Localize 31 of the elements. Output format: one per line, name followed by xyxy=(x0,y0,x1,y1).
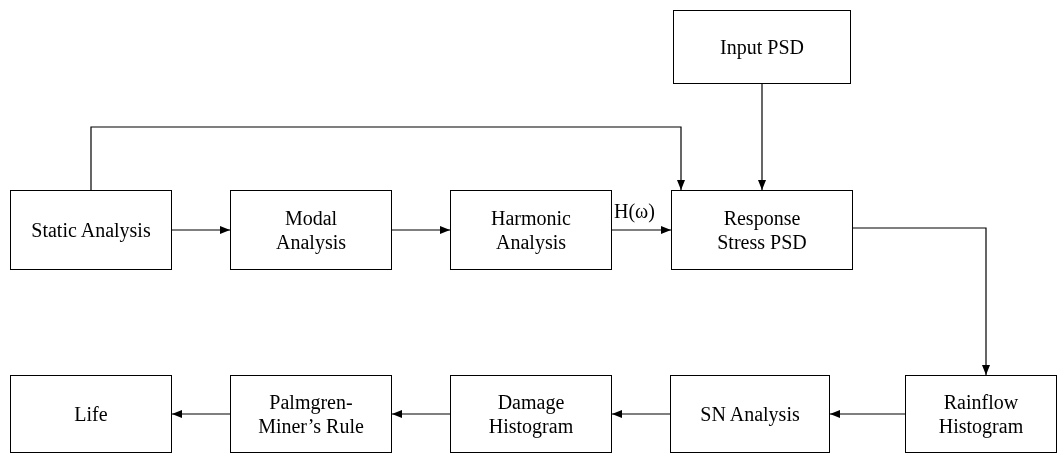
process-box xyxy=(10,375,172,453)
process-box xyxy=(230,375,392,453)
arrow xyxy=(391,410,451,418)
box-label: Life xyxy=(74,402,108,426)
process-box xyxy=(905,375,1057,453)
box-label: Static Analysis xyxy=(31,218,151,242)
arrow xyxy=(611,410,671,418)
process-box xyxy=(230,190,392,270)
process-box xyxy=(673,10,851,84)
process-box xyxy=(670,375,830,453)
box-label: SN Analysis xyxy=(700,402,800,426)
arrow xyxy=(171,226,231,234)
box-label: Rainflow Histogram xyxy=(937,390,1025,438)
process-box xyxy=(450,190,612,270)
arrow xyxy=(90,126,685,191)
box-label: Response Stress PSD xyxy=(716,206,808,254)
box-label: Modal Analysis xyxy=(275,206,347,254)
arrow xyxy=(171,410,231,418)
box-label: Harmonic Analysis xyxy=(490,206,572,254)
arrow xyxy=(829,410,906,418)
process-box xyxy=(671,190,853,270)
box-label: Damage Histogram xyxy=(487,390,575,438)
edge-label: H(ω) xyxy=(614,200,655,222)
arrow xyxy=(611,226,672,234)
process-box xyxy=(10,190,172,270)
arrow xyxy=(758,83,766,191)
arrow xyxy=(852,227,990,376)
process-box xyxy=(450,375,612,453)
arrow xyxy=(391,226,451,234)
box-label: Palmgren-Miner’s Rule xyxy=(257,390,365,438)
box-label: Input PSD xyxy=(720,35,804,59)
